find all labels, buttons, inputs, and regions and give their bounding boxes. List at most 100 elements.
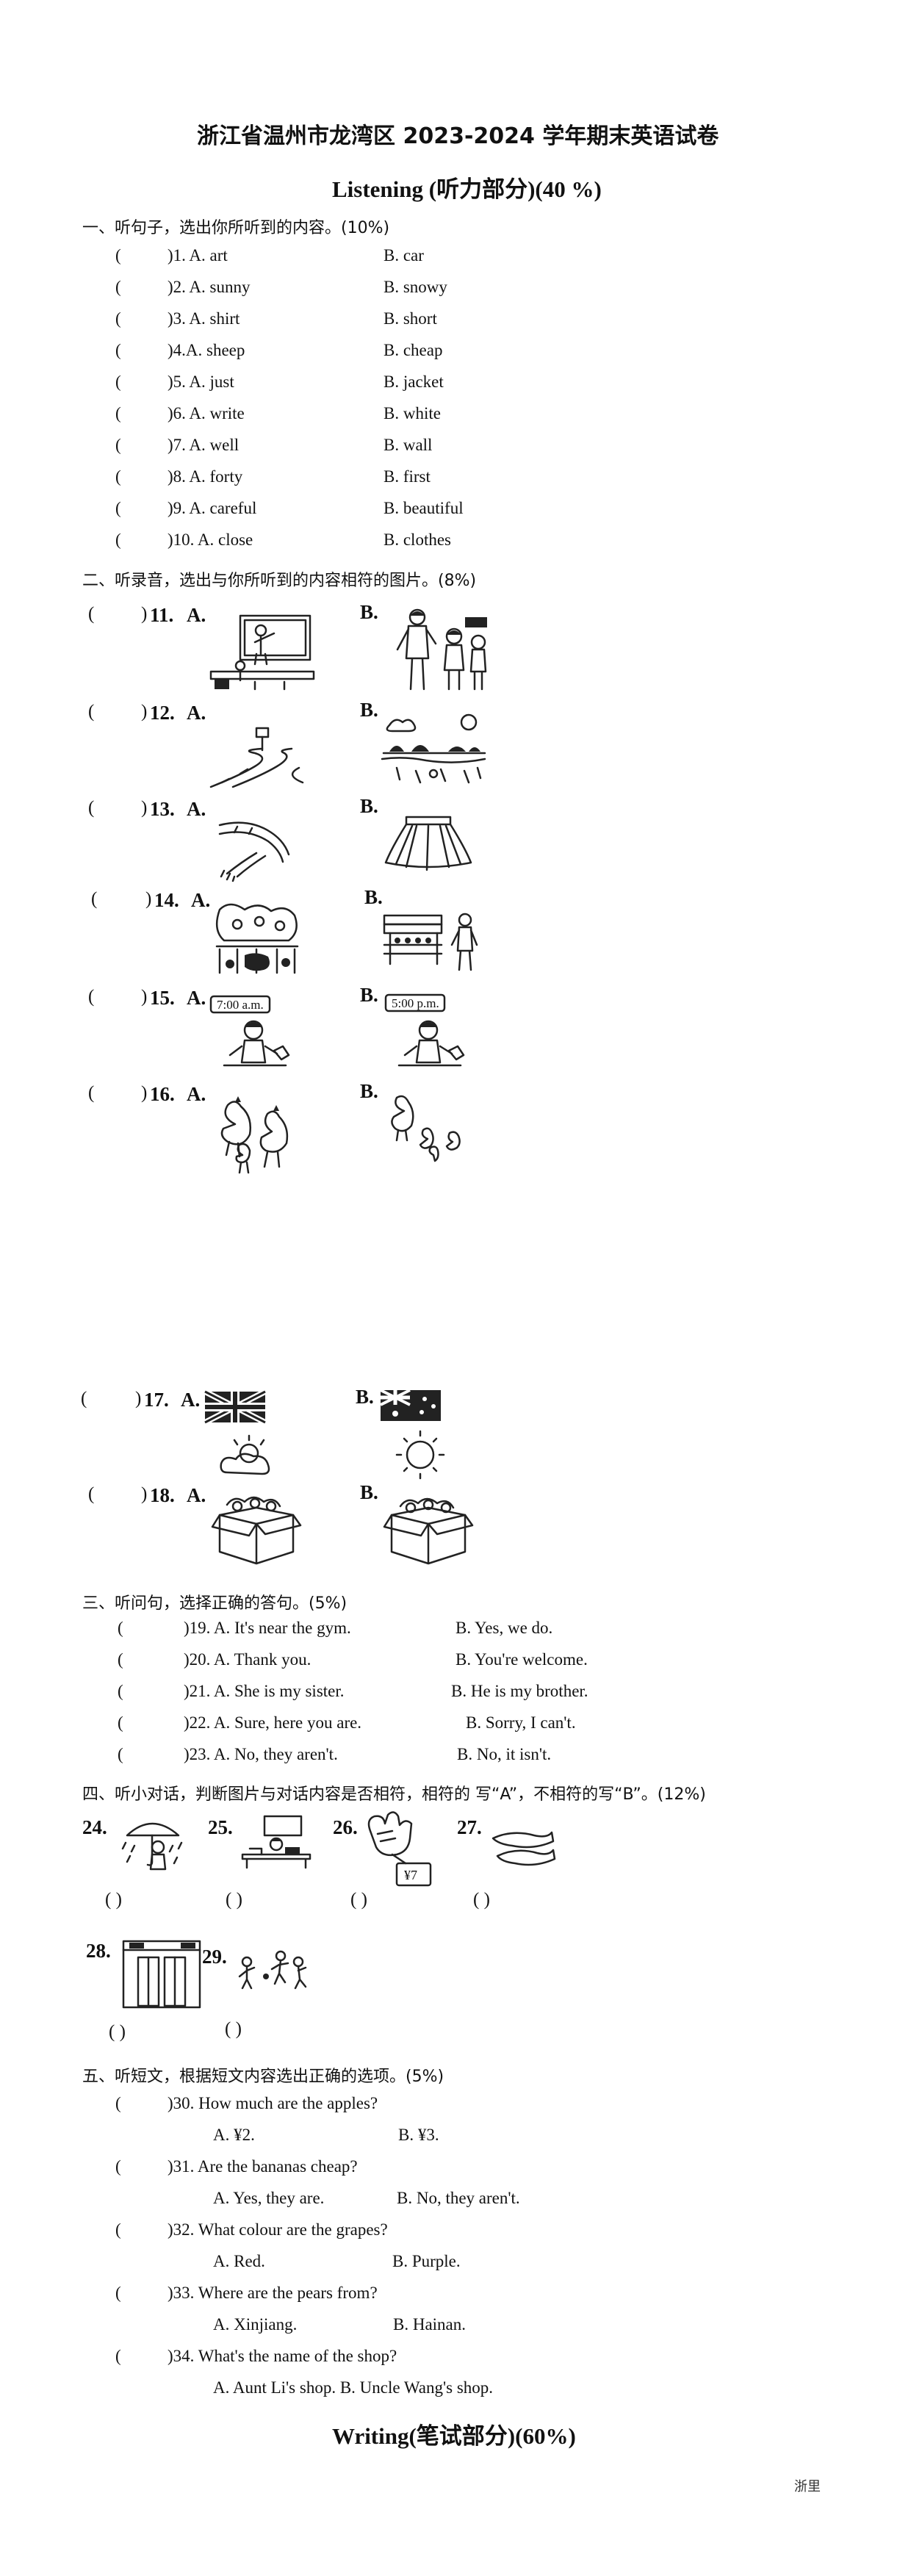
- answer-paren[interactable]: (: [115, 436, 121, 454]
- price-tag: ¥7: [404, 1868, 417, 1882]
- listening-header: Listening (听力部分)(40 %): [332, 176, 602, 202]
- answer-paren[interactable]: (: [115, 2157, 121, 2176]
- option-a-label: A.: [187, 1083, 206, 1105]
- part2-heading: 二、听录音，选出与你所听到的内容相符的图片。(8%): [82, 572, 477, 590]
- question-option-b: B. wall: [384, 436, 433, 454]
- answer-paren[interactable]: (: [88, 1484, 95, 1504]
- study-evening-picture: 5:00 p.m.: [384, 993, 465, 1067]
- question-number: 17.: [144, 1389, 169, 1411]
- answer-paren[interactable]: (: [88, 1083, 95, 1103]
- answer-paren-close: ): [141, 1083, 148, 1103]
- question-option-b: B. You're welcome.: [455, 1650, 588, 1669]
- answer-paren[interactable]: (: [115, 530, 121, 549]
- hens-picture: [220, 1096, 289, 1174]
- option-a: A. Aunt Li's shop. B. Uncle Wang's shop.: [213, 2378, 494, 2397]
- option-a-label: A.: [187, 702, 206, 724]
- question-option-a: )22. A. Sure, here you are.: [184, 1713, 362, 1732]
- answer-27[interactable]: ( ): [473, 1890, 490, 1910]
- answer-paren[interactable]: (: [118, 1682, 123, 1700]
- answer-paren[interactable]: (: [118, 1619, 123, 1637]
- part3-heading: 三、听问句，选择正确的答句。(5%): [82, 1594, 348, 1613]
- answer-paren[interactable]: (: [118, 1650, 123, 1669]
- option-a: A. Yes, they are.: [213, 2189, 325, 2207]
- option-b: B. Purple.: [392, 2252, 461, 2270]
- option-b: B. No, they aren't.: [397, 2189, 520, 2207]
- answer-paren[interactable]: (: [88, 987, 95, 1007]
- scarf-picture: [218, 821, 290, 882]
- q28-number: 28.: [86, 1940, 111, 1962]
- answer-paren[interactable]: (: [118, 1713, 123, 1732]
- question-number: 13.: [150, 798, 175, 820]
- socks-picture: [491, 1831, 556, 1866]
- question-option-a: )2. A. sunny: [168, 278, 251, 296]
- australia-flag-picture: [380, 1389, 445, 1480]
- road-picture: [209, 727, 304, 788]
- answer-paren[interactable]: (: [115, 499, 121, 517]
- answer-paren[interactable]: (: [88, 702, 95, 722]
- answer-28[interactable]: ( ): [109, 2022, 126, 2042]
- answer-paren[interactable]: (: [88, 798, 95, 818]
- option-b-label: B.: [360, 1481, 378, 1503]
- question-option-a: )1. A. art: [168, 246, 228, 265]
- answer-29[interactable]: ( ): [225, 2019, 242, 2039]
- rain-picture: [121, 1822, 183, 1871]
- answer-24[interactable]: ( ): [105, 1890, 122, 1910]
- question-number: 14.: [154, 889, 179, 911]
- answer-paren[interactable]: (: [115, 278, 121, 296]
- option-b-label: B.: [364, 886, 383, 908]
- q24-number: 24.: [82, 1816, 107, 1838]
- answer-paren[interactable]: (: [115, 341, 121, 359]
- answer-26[interactable]: ( ): [350, 1890, 367, 1910]
- option-a-label: A.: [191, 889, 211, 911]
- children-picture: [396, 608, 487, 691]
- answer-paren[interactable]: (: [115, 404, 121, 422]
- answer-paren[interactable]: (: [115, 309, 121, 328]
- question-option-a: )4.A. sheep: [168, 341, 245, 359]
- answer-paren[interactable]: (: [115, 2094, 121, 2112]
- answer-25[interactable]: ( ): [226, 1890, 242, 1910]
- answer-paren-close: ): [141, 702, 148, 722]
- question-option-a: )10. A. close: [168, 530, 253, 549]
- option-a-label: A.: [187, 798, 206, 820]
- answer-paren[interactable]: (: [81, 1389, 87, 1408]
- answer-paren[interactable]: (: [115, 2220, 121, 2239]
- answer-paren[interactable]: (: [115, 467, 121, 486]
- desk-picture: [241, 1815, 312, 1869]
- answer-paren[interactable]: (: [118, 1745, 123, 1763]
- question-option-b: B. car: [384, 246, 424, 265]
- option-a: A. Red.: [213, 2252, 265, 2270]
- question-option-b: B. clothes: [384, 530, 451, 549]
- question-option-b: B. cheap: [384, 341, 443, 359]
- question-text: )34. What's the name of the shop?: [168, 2347, 397, 2365]
- option-b: B. ¥3.: [398, 2126, 439, 2144]
- question-option-a: )21. A. She is my sister.: [184, 1682, 345, 1700]
- answer-paren[interactable]: (: [115, 2284, 121, 2302]
- question-option-a: )23. A. No, they aren't.: [184, 1745, 338, 1763]
- option-a: A. Xinjiang.: [213, 2315, 298, 2334]
- box-a-picture: [211, 1496, 302, 1565]
- chicks-picture: [391, 1095, 461, 1162]
- option-b-label: B.: [360, 984, 378, 1006]
- question-option-b: B. short: [384, 309, 437, 328]
- answer-paren[interactable]: (: [88, 604, 95, 624]
- question-text: )32. What colour are the grapes?: [168, 2220, 388, 2239]
- question-text: )31. Are the bananas cheap?: [168, 2157, 358, 2176]
- time-label-a: 7:00 a.m.: [217, 998, 264, 1012]
- question-number: 12.: [150, 702, 175, 724]
- question-option-a: )19. A. It's near the gym.: [184, 1619, 351, 1637]
- answer-paren[interactable]: (: [91, 889, 98, 909]
- q27-number: 27.: [457, 1816, 482, 1838]
- answer-paren[interactable]: (: [115, 2347, 121, 2365]
- question-number: 16.: [150, 1083, 175, 1105]
- study-morning-picture: 7:00 a.m.: [209, 995, 290, 1067]
- part1-heading: 一、听句子，选出你所听到的内容。(10%): [82, 219, 390, 237]
- part5-heading: 五、听短文，根据短文内容选出正确的选项。(5%): [82, 2068, 444, 2086]
- part4-heading: 四、听小对话，判断图片与对话内容是否相符，相符的 写“A”，不相符的写“B”。(…: [82, 1785, 706, 1804]
- farm-picture: [215, 903, 299, 974]
- footer-mark: 浙里: [794, 2479, 821, 2494]
- answer-paren[interactable]: (: [115, 246, 121, 265]
- question-option-b: B. He is my brother.: [451, 1682, 588, 1700]
- answer-paren[interactable]: (: [115, 373, 121, 391]
- question-number: 18.: [150, 1484, 175, 1506]
- answer-paren-close: ): [141, 604, 148, 624]
